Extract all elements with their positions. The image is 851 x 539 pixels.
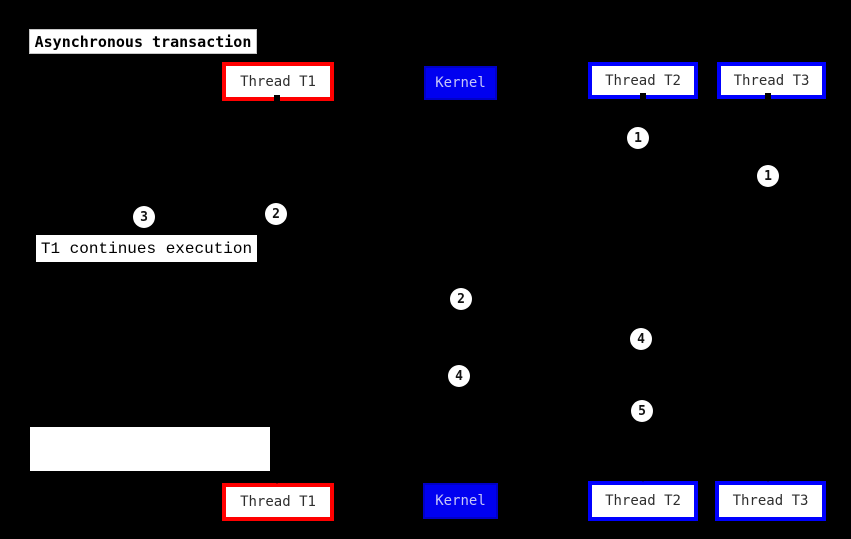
note-blank [30,427,270,471]
participant-thread-t1-bottom: Thread T1 [222,483,334,521]
arrowhead-t1-icon [271,473,283,484]
participant-label: Thread T2 [605,493,681,509]
sequence-badge-3: 3 [133,206,155,228]
sequence-badge-1-t2: 1 [627,127,649,149]
sequence-badge-2-t1: 2 [265,203,287,225]
participant-thread-t2-bottom: Thread T2 [588,481,698,521]
sequence-badge-4-t2: 4 [630,328,652,350]
sequence-badge-5-t2: 5 [631,400,653,422]
participant-thread-t3-bottom: Thread T3 [715,481,826,521]
participant-label: Thread T1 [240,494,316,510]
participant-thread-t3-top: Thread T3 [717,62,826,99]
sequence-badge-4-kernel: 4 [448,365,470,387]
participant-kernel-bottom: Kernel [423,483,498,519]
note-t1-continues: T1 continues execution [36,235,257,262]
participant-label: Kernel [435,75,486,91]
participant-label: Thread T2 [605,72,681,89]
arrowhead-t2-icon [637,471,649,482]
participant-label: Thread T3 [733,72,810,89]
participant-label: Thread T1 [240,73,316,90]
sequence-badge-2-kernel: 2 [450,288,472,310]
participant-label: Thread T3 [732,493,809,509]
diagram-title: Asynchronous transaction [29,29,257,54]
lifeline-stub-t1-icon [274,95,280,106]
arrowhead-t3-icon [762,471,774,482]
lifeline-stub-t2-icon [640,93,646,104]
participant-kernel-top: Kernel [424,66,497,100]
sequence-badge-1-t3: 1 [757,165,779,187]
participant-label: Kernel [435,493,486,509]
lifeline-stub-t3-icon [765,93,771,104]
